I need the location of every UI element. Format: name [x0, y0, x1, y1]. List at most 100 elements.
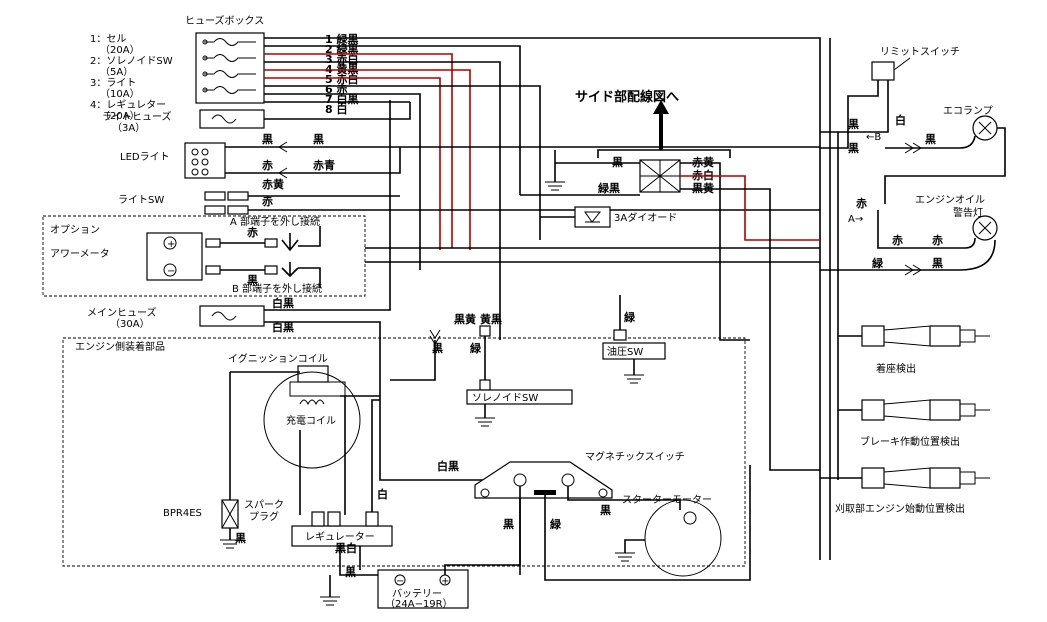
led-light: LEDライト 黒 黒 赤 赤青 [120, 133, 820, 179]
limit-switch: リミットスイッチ 白 黒 黒 ←B [820, 46, 960, 155]
light-switch-terminal [204, 205, 226, 215]
wire-color-label: 黒 [262, 133, 273, 146]
wire-color-label: 緑 [872, 256, 884, 270]
battery-spec: （24A−19R） [385, 598, 453, 610]
light-fuse-box [199, 109, 265, 129]
starter-motor-name: スターターモーター [622, 494, 712, 506]
wire-color-label: 黒 [503, 518, 514, 531]
marker-b: ←B [866, 132, 881, 143]
eco-lamp-name: エコランプ [943, 105, 993, 117]
light-switch-terminal [227, 205, 249, 215]
wire-color-label: 黒黄 [454, 312, 476, 326]
wire-color-label: 赤白 [692, 168, 714, 182]
oil-switch-name: 油圧SW [607, 345, 643, 358]
fuse-terminal [202, 71, 208, 77]
terminal-minus [163, 263, 177, 277]
fuse-legend-line: 1：セル [90, 33, 126, 45]
fuse-wire-label: 1 緑黒 [325, 32, 358, 46]
hour-meter-body [146, 232, 203, 281]
sensor-label: 着座検出 [876, 362, 916, 375]
fuse-legend-line: （20A） [100, 110, 140, 122]
eco-lamp: エコランプ 黒 [884, 105, 1006, 204]
fuse-wire-label: 5 赤白 [325, 72, 358, 86]
sensor-seat: 着座検出 [838, 325, 990, 375]
main-fuse-box [199, 305, 265, 327]
diode: 3Aダイオード [540, 206, 677, 228]
led-dot [201, 158, 209, 166]
led-dot [191, 148, 199, 156]
hour-meter-label: アワーメータ [50, 248, 110, 260]
fuse-symbol [204, 70, 256, 78]
spark-plug-name: プラグ [249, 510, 279, 523]
main-fuse-name: メインヒューズ [87, 306, 157, 319]
fuse-legend-line: （5A） [100, 66, 133, 78]
fuse-wire-labels: 1 緑黒 2 緑黒 3 赤白 4 黄黒 5 赤白 6 赤 7 白黒 8 白 [325, 32, 358, 116]
terminal-plus [163, 236, 177, 250]
wire-color-label: 赤 [932, 233, 943, 247]
oil-pressure-switch: 緑 油圧SW [602, 295, 666, 384]
plus-sign: + [167, 239, 175, 250]
minus-sign: − [167, 266, 175, 277]
wire-color-label: 黒 [925, 133, 936, 146]
led-dot [201, 168, 209, 176]
fuse-box-title: ヒューズボックス [185, 14, 264, 27]
wire-color-label: 赤 [892, 233, 903, 247]
fuse-symbol [204, 54, 256, 62]
starter-motor: スターターモーター [615, 494, 722, 577]
spark-plug-code: BPR4ES [163, 508, 202, 519]
battery: − + バッテリー （24A−19R） [377, 490, 521, 610]
fuse-symbol [204, 38, 256, 46]
oil-warning-name: 警告灯 [953, 206, 983, 219]
wire-color-label: 黒 [932, 257, 943, 270]
wire-color-label: 赤 [262, 194, 273, 208]
engine-parts-frame: エンジン側装着部品 [62, 337, 746, 567]
oil-warning-lamp: エンジンオイル 警告灯 赤 A→ 赤 赤 緑 黒 [820, 194, 998, 276]
fuse-wire-label: 4 黄黒 [325, 62, 358, 76]
fuse-legend-line: 2：ソレノイドSW [90, 56, 173, 67]
wire-color-label: 緑黒 [598, 181, 620, 195]
wire-color-label: 赤 [247, 225, 258, 239]
main-fuse-rating: （30A） [110, 318, 150, 330]
wire-color-label: 黒 [235, 532, 246, 545]
solenoid-switch: 黒黄 黄黒 黒 緑 ソレノイドSW [390, 312, 573, 427]
light-fuse: ライトヒューズ （3A） [102, 102, 411, 134]
sensor-cutter: 刈取部エンジン始動位置検出 [820, 467, 990, 515]
charge-coil-circle [263, 371, 361, 469]
wire-color-label: 緑 [624, 310, 636, 324]
light-switch-terminal [204, 191, 226, 201]
fuse-terminal [202, 55, 208, 61]
sensor-label: 刈取部エンジン始動位置検出 [835, 502, 965, 515]
ignition-coil: イグニッションコイル 充電コイル [228, 352, 380, 515]
fuse-symbol [204, 86, 256, 94]
charge-coil-name: 充電コイル [286, 414, 336, 427]
fuse-terminal [202, 39, 208, 45]
option-note-b: B 部端子を外し接続 [232, 282, 322, 295]
fuse-output-wires [264, 37, 821, 560]
wire-color-label: 白黒 [437, 459, 459, 473]
wire-color-label: 赤黄 [262, 177, 284, 191]
light-switch-name: ライトSW [118, 194, 164, 206]
wire-color-label: 黒 [345, 566, 356, 579]
option-note-a: A 部端子を外し接続 [230, 215, 320, 228]
led-dot [191, 158, 199, 166]
spark-plug: BPR4ES スパーク プラグ 黒 [163, 499, 284, 549]
hour-meter-connector [205, 265, 221, 275]
wire-color-label: 黒 [848, 142, 859, 155]
light-fuse-name: ライトヒューズ [102, 110, 172, 123]
main-fuse: メインヒューズ （30A） 白黒 白黒 [87, 100, 520, 481]
fuse-legend-line: 3：ライト [90, 77, 136, 89]
wire-color-label: 緑 [470, 341, 482, 355]
fuse-legend-line: （20A） [100, 44, 140, 56]
wire-color-label: 赤 [856, 196, 867, 210]
led-light-body [184, 142, 226, 179]
fuse-wire-label: 8 白 [325, 102, 347, 116]
marker-a: A→ [848, 214, 863, 225]
led-light-name: LEDライト [120, 151, 170, 163]
fuse-symbol [211, 114, 237, 124]
battery-name: バッテリー [392, 588, 442, 600]
option-frame [42, 215, 366, 297]
fuse-box: ヒューズボックス 1：セル （20A） 2：ソレノイドSW （5A） 3：ライト… [90, 14, 358, 122]
sensor-label: ブレーキ作動位置検出 [860, 435, 960, 448]
led-dot [201, 148, 209, 156]
